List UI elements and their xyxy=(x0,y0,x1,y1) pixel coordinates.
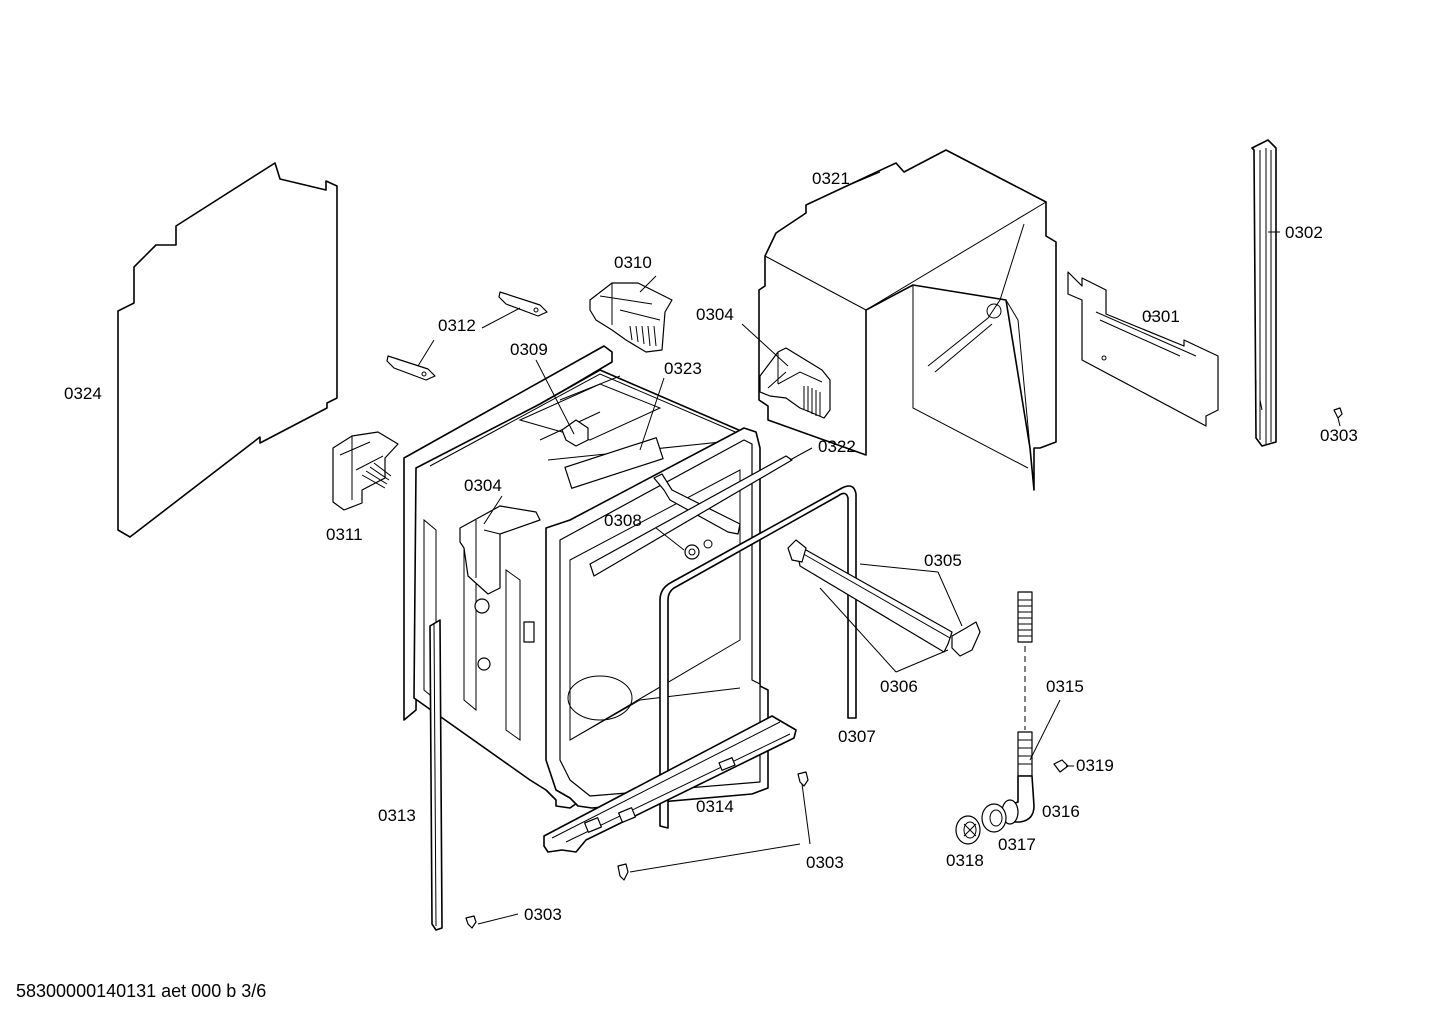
label-0305: 0305 xyxy=(924,551,962,570)
part-0309-clip xyxy=(561,419,589,447)
label-0315: 0315 xyxy=(1046,677,1084,696)
part-0313-strip xyxy=(429,619,443,931)
part-0318-cap xyxy=(955,815,981,845)
part-0312-clips xyxy=(386,291,548,381)
part-0324-side-panel xyxy=(117,162,338,538)
label-0324: 0324 xyxy=(64,384,102,403)
drawing-reference-footer: 58300000140131 aet 000 b 3/6 xyxy=(16,981,266,1001)
part-0316-elbow xyxy=(1001,775,1035,825)
part-0303-screws xyxy=(465,407,1343,929)
label-0304-lower: 0304 xyxy=(464,476,502,495)
label-0301: 0301 xyxy=(1142,307,1180,326)
label-0306: 0306 xyxy=(880,677,918,696)
part-0302-rail xyxy=(1251,139,1277,447)
label-0304-upper: 0304 xyxy=(696,305,734,324)
label-0316: 0316 xyxy=(1042,802,1080,821)
part-0311-bracket xyxy=(332,431,399,511)
part-0321-insulation xyxy=(758,149,1057,491)
label-0322: 0322 xyxy=(818,437,856,456)
label-0313: 0313 xyxy=(378,806,416,825)
part-0322-strip xyxy=(589,455,793,577)
label-0319: 0319 xyxy=(1076,756,1114,775)
label-0307: 0307 xyxy=(838,727,876,746)
part-tub xyxy=(403,345,769,809)
label-0310: 0310 xyxy=(614,253,652,272)
label-0302: 0302 xyxy=(1285,223,1323,242)
part-0305-rail xyxy=(787,539,981,657)
leader-lines xyxy=(417,171,1341,925)
part-0307-seal xyxy=(659,485,857,829)
label-0303-right: 0303 xyxy=(1320,426,1358,445)
label-0318: 0318 xyxy=(946,851,984,870)
label-0321: 0321 xyxy=(812,169,850,188)
part-0310-bracket xyxy=(589,282,673,353)
label-0309: 0309 xyxy=(510,340,548,359)
label-0311: 0311 xyxy=(326,525,363,544)
label-0312: 0312 xyxy=(438,316,476,335)
part-0308-bracket xyxy=(653,473,741,560)
callout-labels: 0321 0302 0310 0304 0301 0312 0309 0323 … xyxy=(64,169,1358,924)
label-0303-center: 0303 xyxy=(806,853,844,872)
part-0315-hose xyxy=(1017,591,1033,777)
part-0304-bracket-upper xyxy=(759,347,831,419)
label-0314: 0314 xyxy=(696,797,734,816)
label-0323: 0323 xyxy=(664,359,702,378)
part-0319-screw xyxy=(1053,759,1069,773)
part-0301-strip xyxy=(1067,271,1219,427)
label-0317: 0317 xyxy=(998,835,1036,854)
label-0303-bottom: 0303 xyxy=(524,905,562,924)
label-0308: 0308 xyxy=(604,511,642,530)
part-0314-strip xyxy=(543,715,797,853)
part-0317-ring xyxy=(981,803,1007,833)
part-0304-bracket-lower xyxy=(459,505,541,595)
